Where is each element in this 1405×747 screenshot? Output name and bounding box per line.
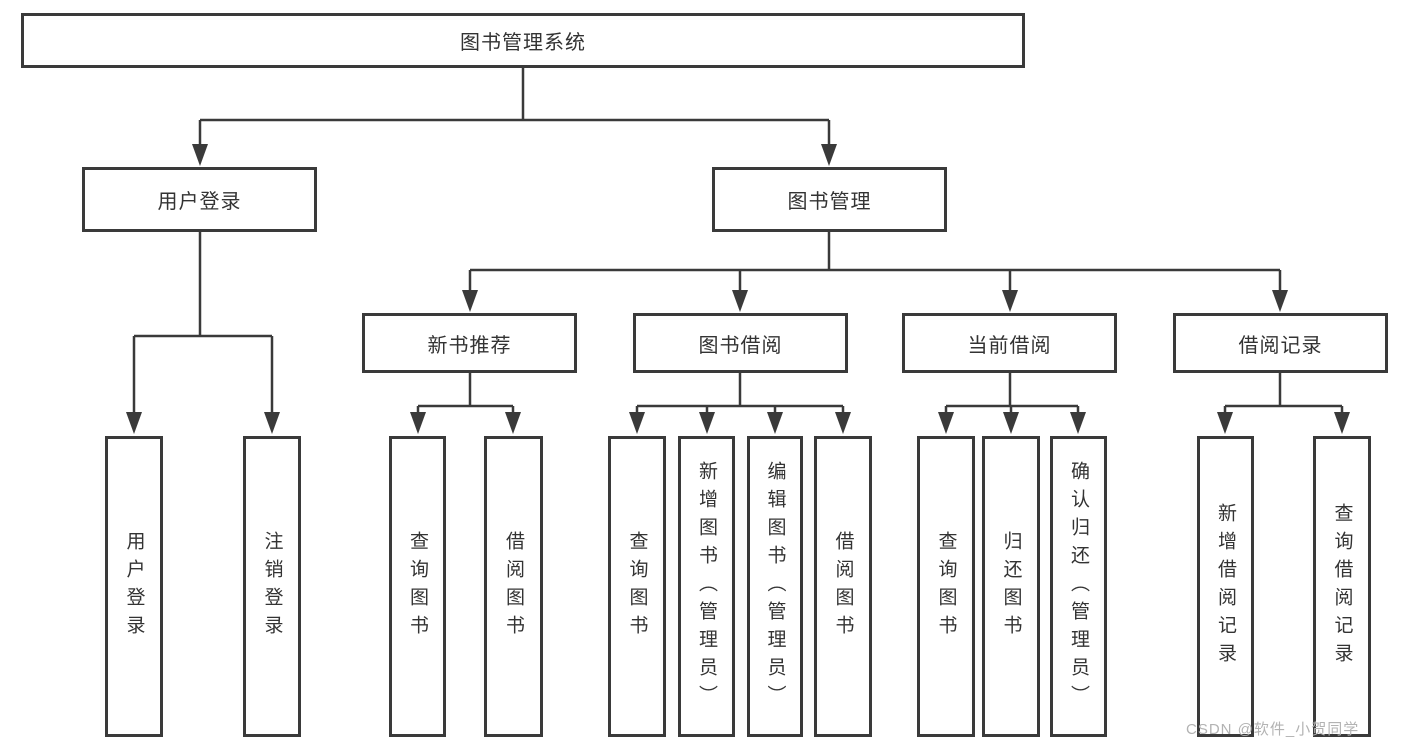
node-label: 用户登录 [123, 530, 145, 643]
node-label: 查询图书 [407, 530, 428, 643]
node-label: 确认归还（管理员） [1068, 460, 1089, 713]
node-current-borrowing: 当前借阅 [902, 313, 1117, 373]
node-book-management: 图书管理 [712, 167, 947, 232]
leaf-confirm-return-admin: 确认归还（管理员） [1050, 436, 1107, 737]
leaf-query-books: 查询图书 [917, 436, 975, 737]
node-system-root: 图书管理系统 [21, 13, 1025, 68]
node-label: 新增图书（管理员） [696, 460, 717, 713]
leaf-user-login: 用户登录 [105, 436, 163, 737]
node-label: 新书推荐 [427, 334, 512, 357]
leaf-logout: 注销登录 [243, 436, 301, 737]
leaf-add-books-admin: 新增图书（管理员） [678, 436, 735, 737]
leaf-add-borrow-record: 新增借阅记录 [1197, 436, 1254, 737]
node-label: 归还图书 [1000, 530, 1022, 643]
node-borrow-records: 借阅记录 [1173, 313, 1388, 373]
leaf-borrow-books: 借阅图书 [484, 436, 543, 737]
node-new-book-recommend: 新书推荐 [362, 313, 577, 373]
node-label: 借阅记录 [1238, 334, 1323, 357]
leaf-query-books: 查询图书 [389, 436, 446, 737]
node-label: 当前借阅 [967, 334, 1052, 357]
csdn-watermark: CSDN @软件_小贺同学 [1186, 721, 1360, 738]
node-label: 图书借阅 [698, 334, 783, 357]
leaf-query-books: 查询图书 [608, 436, 666, 737]
node-label: 查询图书 [935, 530, 957, 643]
node-label: 用户登录 [157, 191, 242, 213]
leaf-borrow-books: 借阅图书 [814, 436, 872, 737]
node-label: 借阅图书 [503, 530, 524, 643]
node-user-login: 用户登录 [82, 167, 317, 232]
node-book-borrowing: 图书借阅 [633, 313, 848, 373]
node-label: 借阅图书 [832, 530, 854, 643]
node-label: 图书管理系统 [460, 32, 586, 54]
node-label: 查询借阅记录 [1331, 502, 1353, 671]
node-label: 查询图书 [626, 530, 648, 643]
node-label: 注销登录 [261, 530, 283, 643]
leaf-edit-books-admin: 编辑图书（管理员） [747, 436, 803, 737]
leaf-return-books: 归还图书 [982, 436, 1040, 737]
node-label: 图书管理 [787, 191, 872, 213]
node-label: 新增借阅记录 [1215, 502, 1236, 671]
node-label: 编辑图书（管理员） [764, 460, 786, 713]
leaf-query-borrow-record: 查询借阅记录 [1313, 436, 1371, 737]
